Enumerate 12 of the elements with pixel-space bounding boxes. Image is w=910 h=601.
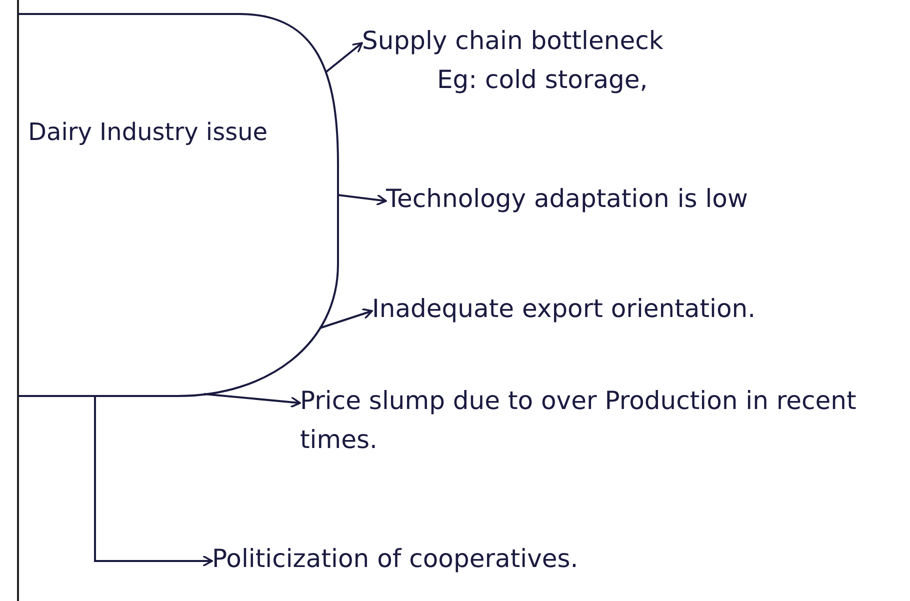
issue-text: Inadequate export orientation. xyxy=(372,293,757,325)
issue-text: Politicization of cooperatives. xyxy=(212,543,580,575)
issue-text: Supply chain bottleneck xyxy=(362,25,664,57)
arrow xyxy=(338,194,387,206)
arrow xyxy=(320,308,373,329)
issue-text: Eg: cold storage, xyxy=(437,64,649,96)
node-text: Dairy Industry issue xyxy=(28,117,268,148)
arrow xyxy=(94,396,213,567)
issue-text: Price slump due to over Production in recent times. xyxy=(300,385,858,456)
arrow xyxy=(204,393,301,408)
issue-text: Technology adaptation is low xyxy=(386,183,749,215)
arrow xyxy=(325,42,363,73)
